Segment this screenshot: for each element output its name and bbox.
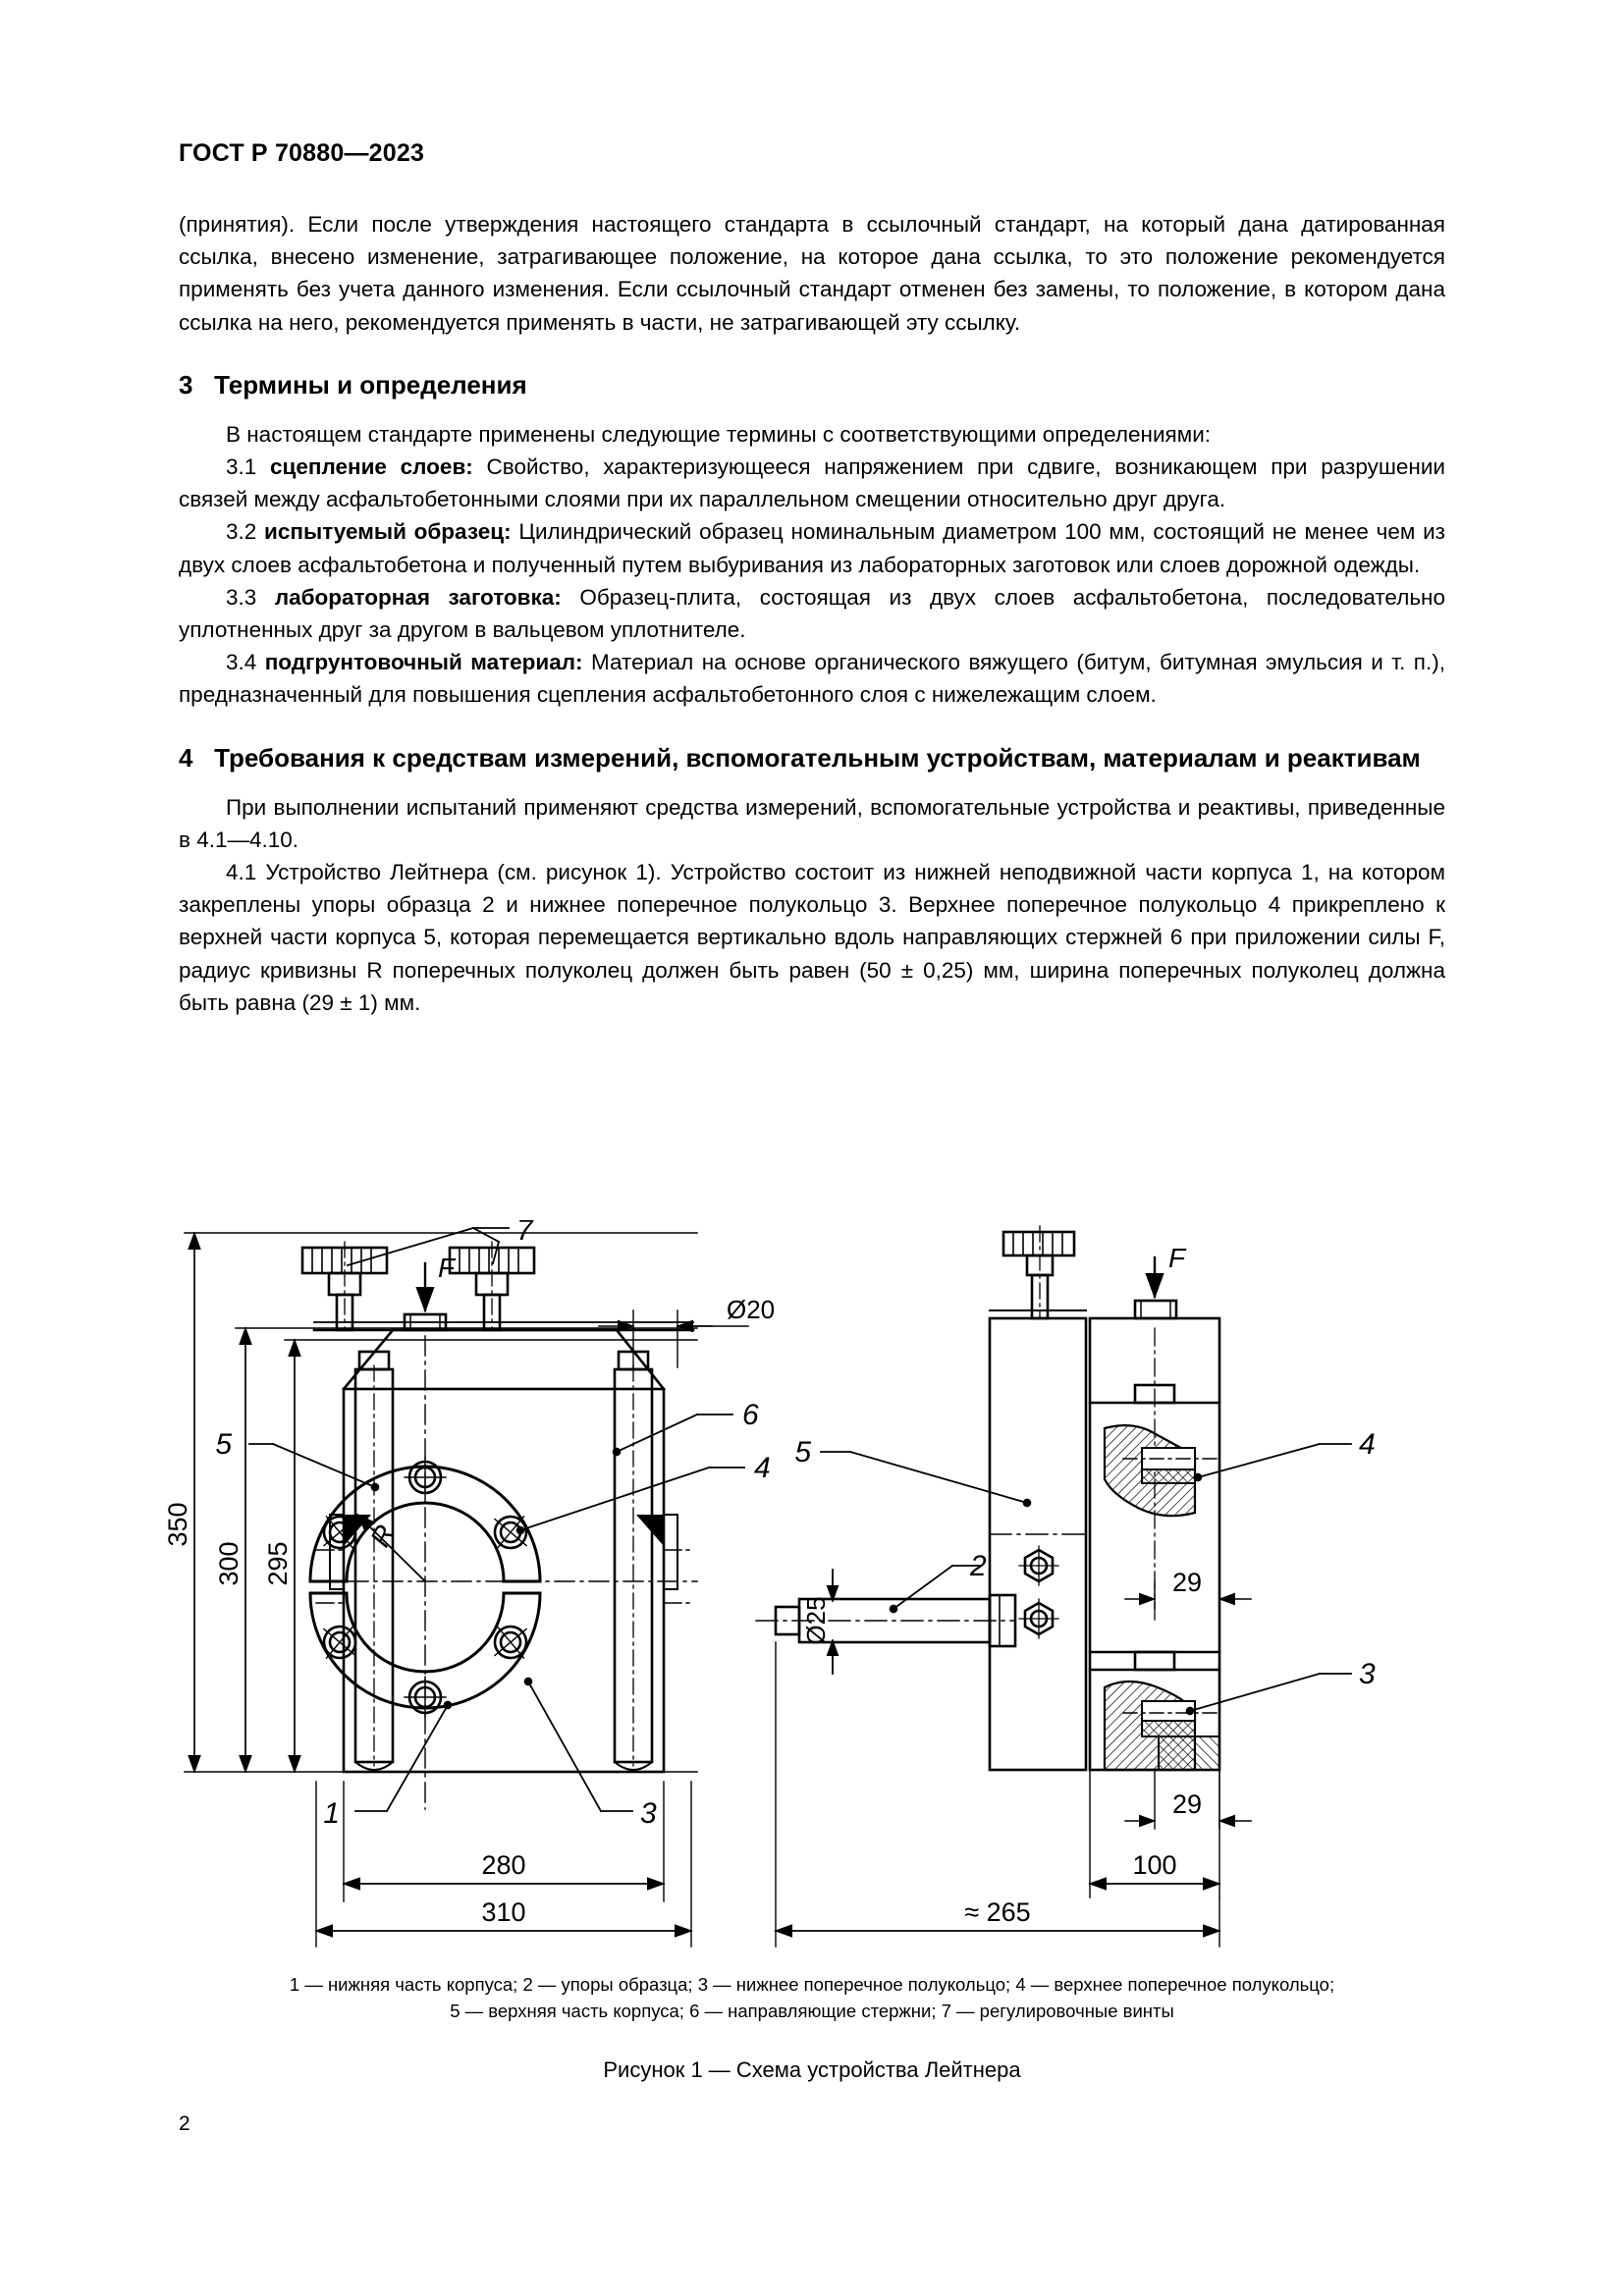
definition-3-1-number: 3.1 bbox=[226, 454, 257, 480]
definition-3-1-term: сцепление слоев: bbox=[270, 454, 473, 480]
callout-5-front: 5 bbox=[215, 1428, 232, 1461]
dim-width-inner: 280 bbox=[481, 1850, 525, 1880]
figure-caption: Рисунок 1 — Схема устройства Лейтнера bbox=[603, 2057, 1021, 2082]
section-4-item-4-1: 4.1 Устройство Лейтнера (см. рисунок 1).… bbox=[179, 860, 1445, 1015]
section-4-heading: 4 Требования к средствам измерений, вспо… bbox=[179, 741, 1445, 775]
document-header-standard-id: ГОСТ Р 70880—2023 bbox=[179, 139, 425, 167]
callout-6-front: 6 bbox=[742, 1399, 759, 1431]
definition-3-2: 3.2 испытуемый образец: Цилиндрический о… bbox=[179, 515, 1445, 580]
figure-legend: 1 — нижняя часть корпуса; 2 — упоры обра… bbox=[179, 1971, 1445, 2024]
callout-4-side: 4 bbox=[1359, 1428, 1376, 1461]
definition-3-3-text: Образец-плита, состоящая из двух слоев а… bbox=[179, 584, 1445, 643]
definition-3-4: 3.4 подгрунтовочный материал: Материал н… bbox=[179, 646, 1445, 711]
definition-3-4-number: 3.4 bbox=[226, 650, 257, 675]
callout-4-front: 4 bbox=[754, 1452, 771, 1484]
section-4-title: Требования к средствам измерений, вспомо… bbox=[214, 742, 1421, 773]
section-4-number: 4 bbox=[179, 742, 193, 773]
callout-2-side: 2 bbox=[969, 1550, 987, 1582]
force-label-side: F bbox=[1168, 1243, 1187, 1273]
definition-3-2-term: испытуемый образец: bbox=[264, 519, 512, 545]
callout-3-front: 3 bbox=[640, 1797, 657, 1830]
definition-3-3-term: лабораторная заготовка: bbox=[274, 584, 562, 610]
definition-3-1: 3.1 сцепление слоев: Свойство, характери… bbox=[179, 451, 1445, 515]
definition-3-4-term: подгрунтовочный материал: bbox=[264, 650, 583, 675]
intro-paragraph: (принятия). Если после утверждения насто… bbox=[179, 212, 1445, 335]
section-3-number: 3 bbox=[179, 369, 193, 400]
definition-3-4-text: Материал на основе органического вяжущег… bbox=[179, 650, 1445, 708]
dim-height-mid: 300 bbox=[214, 1541, 244, 1585]
definition-3-1-text: Свойство, характеризующееся напряжением … bbox=[179, 454, 1445, 512]
figure-1-leutner-device-drawing: 350 300 295 280 310 Ø20 R F 5 6 4 1 3 7 … bbox=[147, 1220, 1483, 1966]
callout-1-front: 1 bbox=[323, 1797, 340, 1830]
force-label-front: F bbox=[438, 1253, 457, 1283]
section-3-title: Термины и определения bbox=[214, 369, 527, 400]
section-3-lead: В настоящем стандарте применены следующи… bbox=[226, 421, 1212, 447]
section-4-lead: При выполнении испытаний применяют средс… bbox=[179, 794, 1445, 852]
dim-height-inner: 295 bbox=[263, 1541, 293, 1585]
dim-body-width: 100 bbox=[1132, 1850, 1176, 1880]
definition-3-2-number: 3.2 bbox=[226, 519, 257, 545]
side-view-group bbox=[755, 1225, 1352, 1948]
callout-7-front: 7 bbox=[516, 1220, 534, 1247]
figure-legend-line-1: 1 — нижняя часть корпуса; 2 — упоры обра… bbox=[289, 1974, 1335, 1995]
section-3-heading: 3 Термины и определения bbox=[179, 368, 1445, 402]
dim-ring-width-bottom: 29 bbox=[1172, 1789, 1202, 1819]
dim-bolt-diameter: Ø20 bbox=[727, 1295, 775, 1324]
definition-3-3-number: 3.3 bbox=[226, 584, 257, 610]
document-body: (принятия). Если после утверждения насто… bbox=[179, 208, 1445, 1019]
front-view-group bbox=[184, 1226, 749, 1948]
definition-3-2-text: Цилиндрический образец номинальным диаме… bbox=[179, 519, 1445, 577]
definition-3-3: 3.3 лабораторная заготовка: Образец-плит… bbox=[179, 581, 1445, 646]
dim-total-length: ≈ 265 bbox=[964, 1897, 1030, 1927]
figure-legend-line-2: 5 — верхняя часть корпуса; 6 — направляю… bbox=[450, 2001, 1174, 2021]
page-number: 2 bbox=[179, 2112, 190, 2135]
callout-3-side: 3 bbox=[1359, 1658, 1376, 1690]
dim-rod-diameter: Ø25 bbox=[801, 1596, 831, 1644]
dim-width-total: 310 bbox=[481, 1897, 525, 1927]
dim-ring-width-top: 29 bbox=[1172, 1568, 1202, 1597]
dim-height-total: 350 bbox=[163, 1502, 192, 1546]
callout-5-side: 5 bbox=[794, 1436, 811, 1468]
